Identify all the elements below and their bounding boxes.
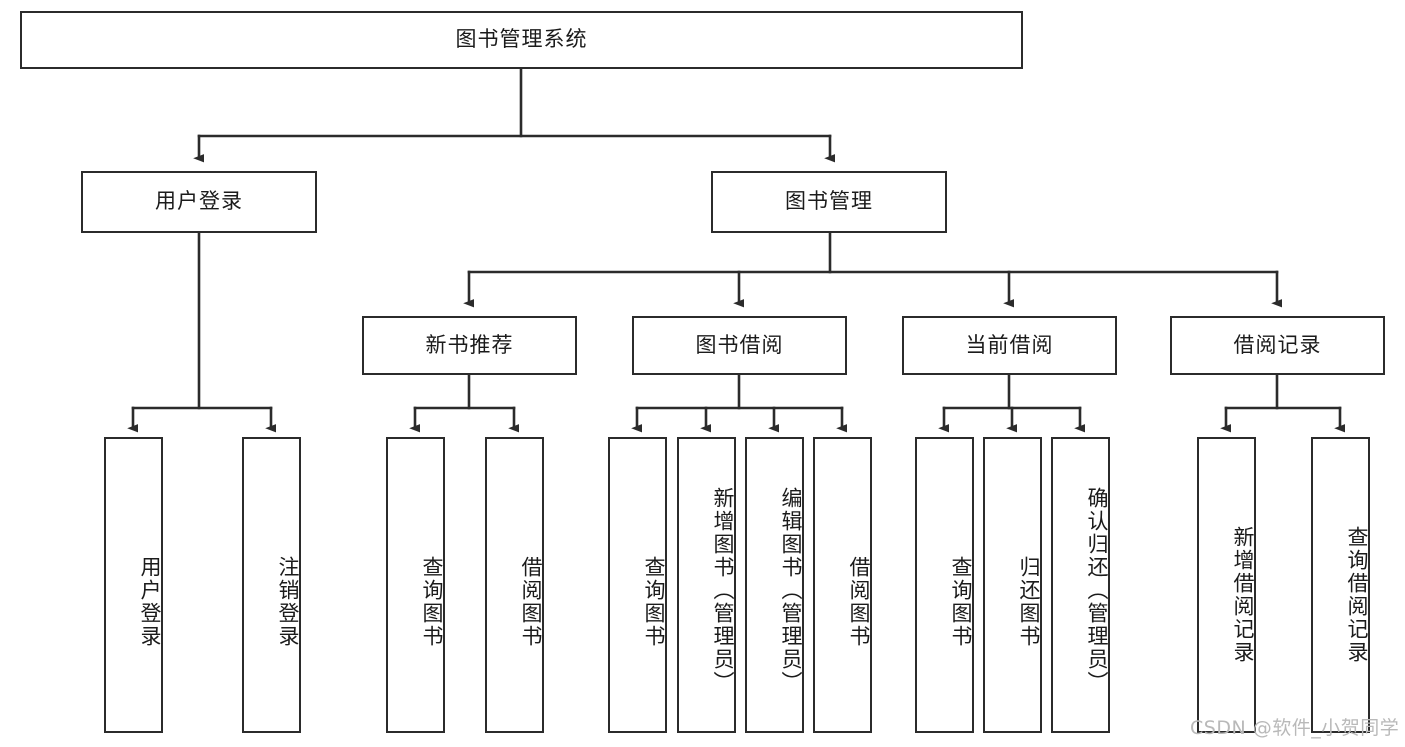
node-book-management[interactable]: 图书管理 [711, 171, 947, 233]
node-label: 查询图书 [949, 556, 973, 648]
node-label: 归还图书 [1017, 556, 1041, 648]
node-label: 新增图书（管理员） [711, 486, 735, 694]
node-label: 新书推荐 [425, 332, 514, 357]
leaf-query-borrow-record[interactable]: 查询借阅记录 [1311, 437, 1370, 733]
leaf-return-book[interactable]: 归还图书 [983, 437, 1042, 733]
leaf-query-book-new[interactable]: 查询图书 [386, 437, 445, 733]
node-label: 查询借阅记录 [1345, 526, 1369, 664]
node-current-borrow[interactable]: 当前借阅 [902, 316, 1117, 375]
node-new-book-recommend[interactable]: 新书推荐 [362, 316, 577, 375]
watermark-text: CSDN @软件_小贺同学 [1190, 717, 1400, 739]
node-label: 当前借阅 [965, 332, 1054, 357]
leaf-add-book-admin[interactable]: 新增图书（管理员） [677, 437, 736, 733]
leaf-query-book-current[interactable]: 查询图书 [915, 437, 974, 733]
leaf-borrow-book-new[interactable]: 借阅图书 [485, 437, 544, 733]
node-borrow-record[interactable]: 借阅记录 [1170, 316, 1385, 375]
node-label: 借阅图书 [519, 556, 543, 648]
node-label: 图书管理系统 [455, 27, 588, 52]
leaf-query-book-borrow[interactable]: 查询图书 [608, 437, 667, 733]
node-label: 借阅图书 [847, 556, 871, 648]
node-label: 借阅记录 [1233, 332, 1322, 357]
leaf-user-login[interactable]: 用户登录 [104, 437, 163, 733]
leaf-borrow-book[interactable]: 借阅图书 [813, 437, 872, 733]
leaf-confirm-return-admin[interactable]: 确认归还（管理员） [1051, 437, 1110, 733]
node-label: 图书借阅 [695, 332, 784, 357]
node-label: 用户登录 [138, 556, 162, 648]
node-label: 查询图书 [420, 556, 444, 648]
node-label: 新增借阅记录 [1231, 526, 1255, 664]
leaf-user-logout[interactable]: 注销登录 [242, 437, 301, 733]
node-label: 注销登录 [276, 556, 300, 648]
node-user-login[interactable]: 用户登录 [81, 171, 317, 233]
leaf-edit-book-admin[interactable]: 编辑图书（管理员） [745, 437, 804, 733]
node-label: 查询图书 [642, 556, 666, 648]
csdn-watermark: CSDN @软件_小贺同学 [1190, 713, 1399, 740]
node-book-borrow[interactable]: 图书借阅 [632, 316, 847, 375]
leaf-add-borrow-record[interactable]: 新增借阅记录 [1197, 437, 1256, 733]
node-label: 图书管理 [785, 189, 873, 214]
node-label: 用户登录 [155, 189, 243, 214]
node-label: 编辑图书（管理员） [779, 486, 803, 694]
node-root-system[interactable]: 图书管理系统 [20, 11, 1023, 69]
node-label: 确认归还（管理员） [1085, 486, 1109, 694]
